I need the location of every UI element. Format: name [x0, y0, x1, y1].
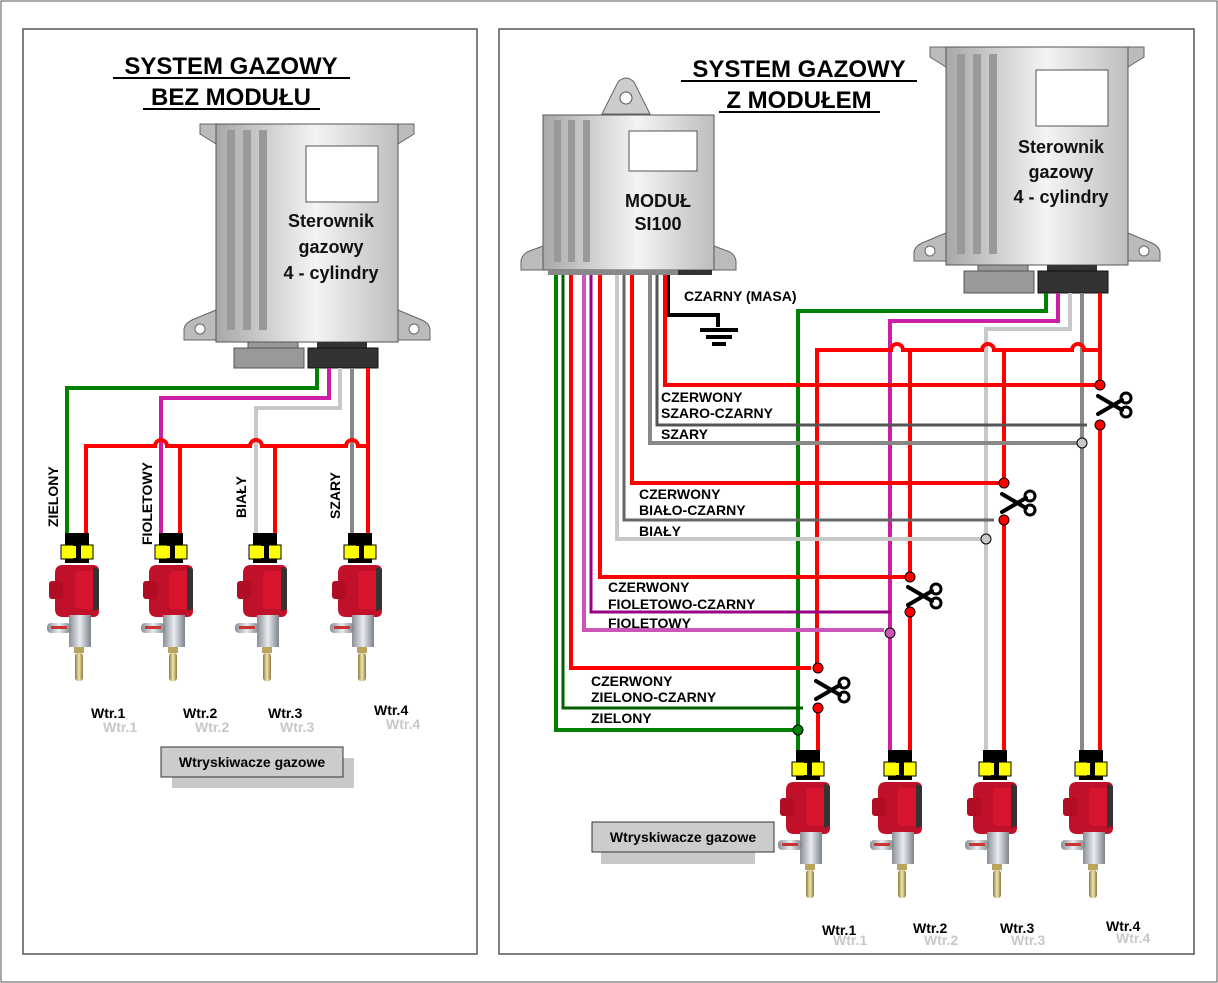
left-caption: Wtryskiwacze gazowe	[179, 754, 325, 770]
left-wire-label-white: BIAŁY	[233, 475, 249, 518]
module-label-2: SI100	[634, 214, 681, 234]
left-injector-1	[46, 532, 100, 682]
right-injector-label-1: Wtr.1	[822, 922, 856, 938]
group3-label-3: BIAŁY	[639, 523, 682, 539]
module-label-1: MODUŁ	[625, 191, 691, 211]
group1-label-2: ZIELONO-CZARNY	[591, 689, 717, 705]
left-wire-label-gray: SZARY	[327, 471, 343, 519]
right-injector-2	[869, 749, 923, 899]
group4-label-2: SZARO-CZARNY	[661, 405, 774, 421]
right-injector-label-2: Wtr.2	[913, 920, 947, 936]
left-injector-label-3: Wtr.3	[268, 705, 302, 721]
group2-label-1: CZERWONY	[608, 579, 690, 595]
right-injector-4	[1060, 749, 1114, 899]
left-wire-label-violet: FIOLETOWY	[139, 461, 155, 545]
scissors-icon-cut-3	[1000, 489, 1037, 517]
ground-label: CZARNY (MASA)	[684, 288, 797, 304]
left-title-line1: SYSTEM GAZOWY	[124, 53, 337, 80]
right-injector-label-shadow-4: Wtr.4	[1116, 930, 1150, 946]
junction-dots	[792, 379, 1106, 736]
scissors-icon-cut-4	[1096, 391, 1133, 419]
left-panel-frame	[22, 28, 478, 955]
left-caption-box: Wtryskiwacze gazowe	[160, 746, 354, 788]
left-injector-label-shadow-4: Wtr.4	[386, 716, 420, 732]
left-injector-4	[329, 532, 383, 682]
right-controller-label-3: 4 - cylindry	[1013, 187, 1108, 207]
right-gas-controller: Sterownik gazowy 4 - cylindry	[913, 46, 1161, 294]
scissors-icon-cut-2	[906, 582, 943, 610]
left-controller-label-2: gazowy	[298, 237, 363, 257]
left-injector-label-2: Wtr.2	[183, 705, 217, 721]
right-injector-label-3: Wtr.3	[1000, 920, 1034, 936]
right-controller-label-2: gazowy	[1028, 162, 1093, 182]
right-injector-label-shadow-3: Wtr.3	[1011, 932, 1045, 948]
group2-label-3: FIOLETOWY	[608, 615, 692, 631]
right-injector-label-4: Wtr.4	[1106, 918, 1140, 934]
group2-label-2: FIOLETOWO-CZARNY	[608, 596, 756, 612]
scissors-icon-cut-1	[814, 676, 851, 704]
right-injector-1	[777, 749, 831, 899]
group4-label-1: CZERWONY	[661, 389, 743, 405]
left-injector-label-shadow-2: Wtr.2	[195, 719, 229, 735]
left-controller-label-1: Sterownik	[288, 211, 375, 231]
right-caption: Wtryskiwacze gazowe	[610, 829, 756, 845]
group3-label-1: CZERWONY	[639, 486, 721, 502]
left-injector-label-shadow-3: Wtr.3	[280, 719, 314, 735]
right-title-line2: Z MODUŁEM	[726, 87, 871, 114]
right-controller-label-1: Sterownik	[1018, 137, 1105, 157]
right-panel-frame	[498, 28, 1195, 955]
left-wire-label-green: ZIELONY	[45, 466, 61, 527]
left-controller-label-3: 4 - cylindry	[283, 263, 378, 283]
left-title-line2: BEZ MODUŁU	[151, 84, 311, 111]
left-injector-3	[234, 532, 288, 682]
left-injector-2	[140, 532, 194, 682]
group3-label-2: BIAŁO-CZARNY	[639, 502, 746, 518]
module-si100: MODUŁ SI100	[520, 77, 737, 275]
left-injector-label-shadow-1: Wtr.1	[103, 719, 137, 735]
right-wiring	[554, 275, 1102, 751]
left-gas-controller: Sterownik gazowy 4 - cylindry	[183, 123, 431, 369]
right-title-line1: SYSTEM GAZOWY	[692, 56, 905, 83]
group1-label-3: ZIELONY	[591, 710, 652, 726]
group4-label-3: SZARY	[661, 426, 709, 442]
left-wiring	[65, 368, 370, 533]
left-injector-label-1: Wtr.1	[91, 705, 125, 721]
right-injector-3	[964, 749, 1018, 899]
right-caption-box: Wtryskiwacze gazowe	[591, 821, 775, 864]
left-injector-label-4: Wtr.4	[374, 702, 408, 718]
group1-label-1: CZERWONY	[591, 673, 673, 689]
right-injector-label-shadow-1: Wtr.1	[833, 932, 867, 948]
right-injector-label-shadow-2: Wtr.2	[924, 932, 958, 948]
